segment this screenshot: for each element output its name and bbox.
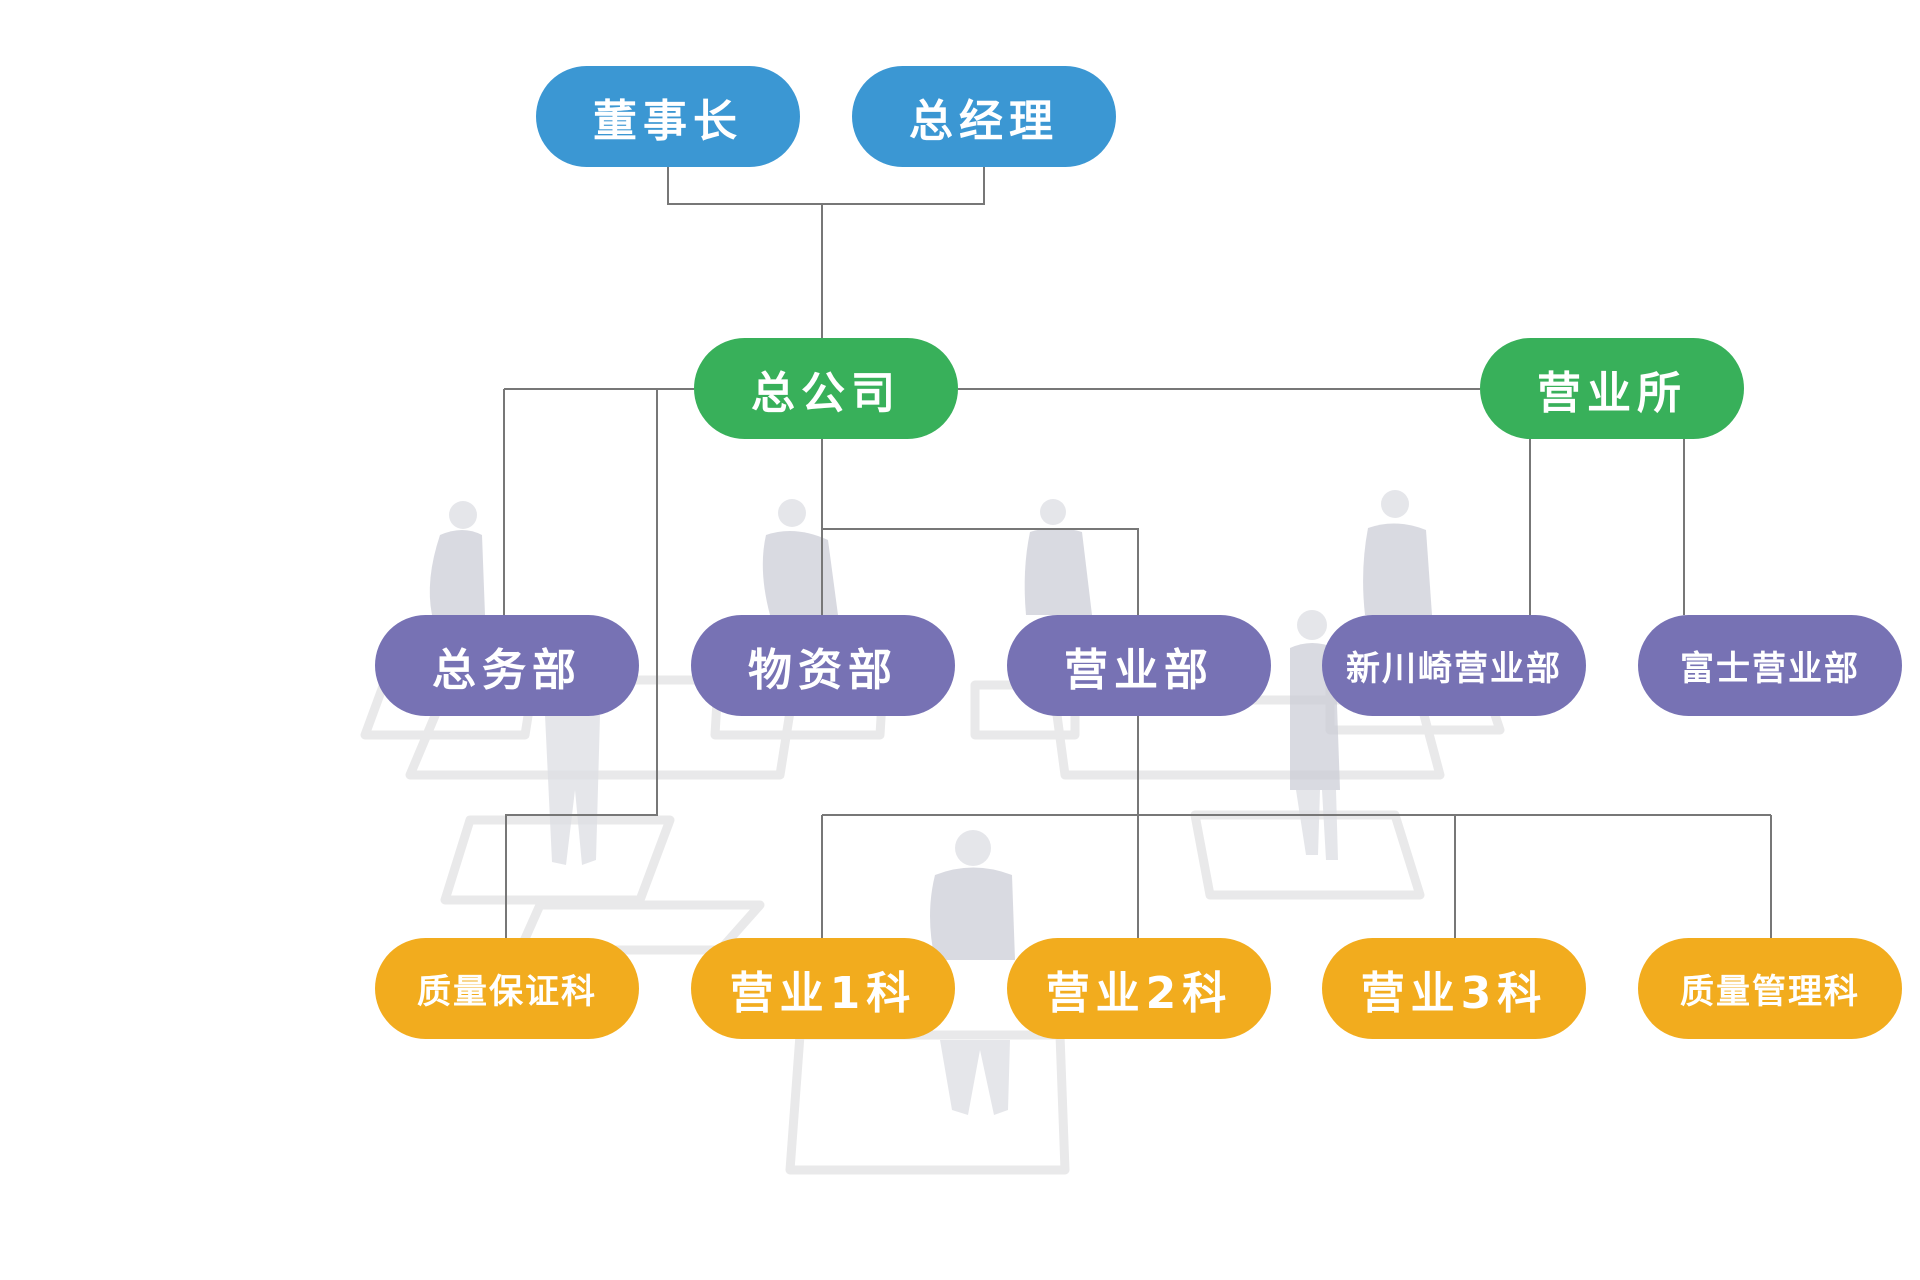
node-chairman[interactable]: 董事长 [536, 66, 800, 167]
node-sales-1[interactable]: 营业1科 [691, 938, 955, 1039]
node-label: 营业部 [1064, 644, 1214, 696]
node-sales-dept[interactable]: 营业部 [1007, 615, 1271, 716]
businessman-figure [429, 501, 485, 615]
node-general-affairs[interactable]: 总务部 [375, 615, 639, 716]
node-sales-2[interactable]: 营业2科 [1007, 938, 1271, 1039]
businessman-arms-crossed-figure [930, 830, 1015, 1115]
node-label: 质量保证科 [417, 972, 597, 1012]
node-quality-assurance[interactable]: 质量保证科 [375, 938, 639, 1039]
node-label: 新川崎营业部 [1346, 649, 1562, 689]
node-sales-3[interactable]: 营业3科 [1322, 938, 1586, 1039]
node-sales-office[interactable]: 营业所 [1480, 338, 1744, 439]
node-label: 董事长 [593, 95, 743, 147]
businessman-figure [1024, 499, 1092, 615]
businessman-figure [545, 715, 600, 865]
node-general-manager[interactable]: 总经理 [852, 66, 1116, 167]
connector-to-sales-dept [822, 528, 1139, 615]
connector-chairman [667, 167, 985, 205]
node-label: 总务部 [432, 644, 582, 696]
node-label: 营业2科 [1045, 967, 1233, 1019]
node-label: 总公司 [751, 367, 901, 419]
connector-to-qa [505, 389, 658, 938]
node-label: 营业3科 [1360, 967, 1548, 1019]
platform [440, 815, 675, 905]
node-fuji-sales[interactable]: 富士营业部 [1638, 615, 1902, 716]
businessman-figure [1363, 490, 1432, 615]
platform [405, 675, 800, 780]
node-label: 富士营业部 [1680, 649, 1860, 689]
node-label: 质量管理科 [1680, 972, 1860, 1012]
node-head-office[interactable]: 总公司 [694, 338, 958, 439]
node-label: 营业1科 [729, 967, 917, 1019]
platform [785, 1030, 1070, 1175]
node-quality-management[interactable]: 质量管理科 [1638, 938, 1902, 1039]
node-label: 物资部 [748, 644, 898, 696]
figures [429, 490, 1432, 1115]
node-label: 总经理 [909, 95, 1059, 147]
node-label: 营业所 [1537, 367, 1687, 419]
node-materials[interactable]: 物资部 [691, 615, 955, 716]
businessman-figure [762, 499, 838, 615]
node-shinkawasaki-sales[interactable]: 新川崎营业部 [1322, 615, 1586, 716]
